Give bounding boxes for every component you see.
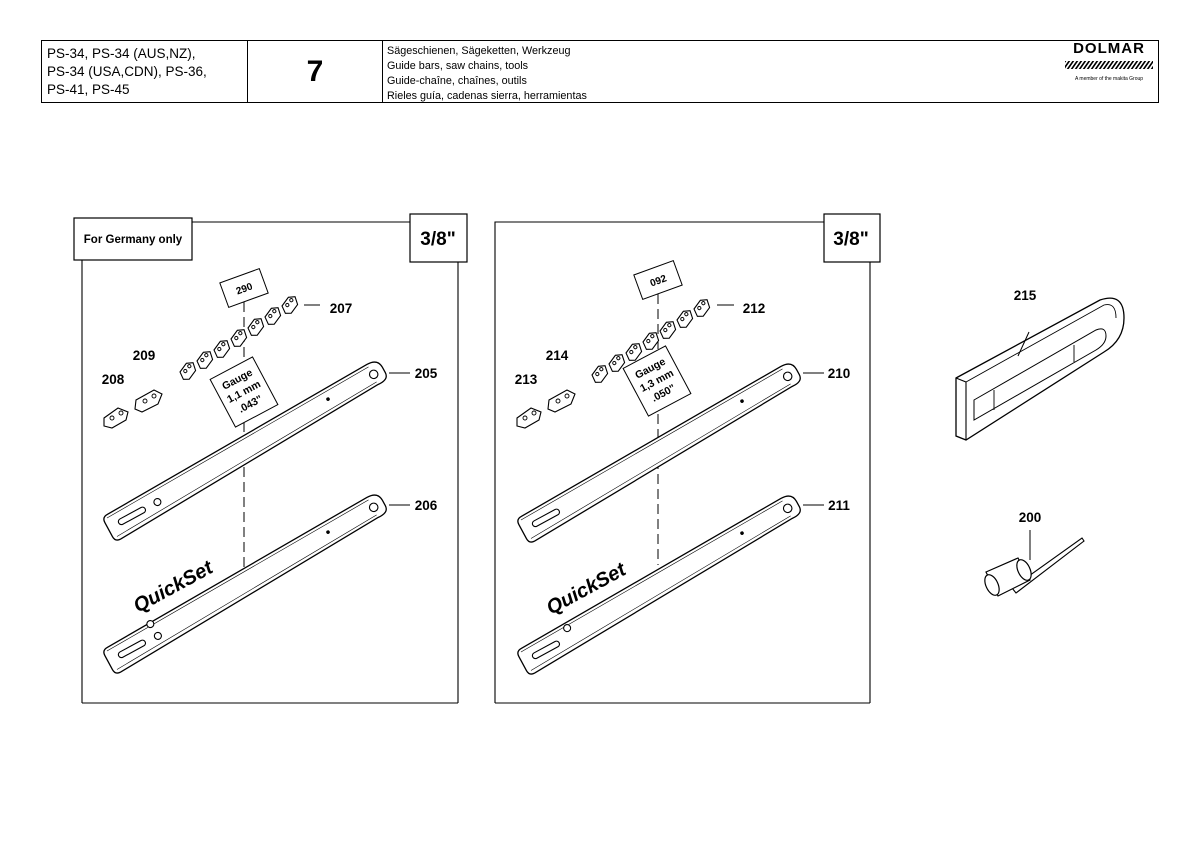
part-number-chain: 207 [330, 301, 353, 316]
part-number-bar-bottom: 211 [828, 498, 850, 513]
part-number-bar-bottom: 206 [415, 498, 438, 513]
model-line: PS-34, PS-34 (AUS,NZ), [47, 46, 196, 61]
bar-cover [955, 297, 1125, 441]
part-number-link-a: 213 [515, 372, 538, 387]
chain-link-214 [547, 389, 576, 413]
title-en: Guide bars, saw chains, tools [387, 60, 529, 72]
part-number-bar-top: 205 [415, 366, 438, 381]
dolmar-logo: DOLMAR A member of the makita Group [1064, 41, 1154, 102]
panel-right: 3/8" 092 Gauge 1,3 mm .050" [494, 213, 881, 704]
title-fr: Guide-chaîne, chaînes, outils [387, 75, 527, 87]
germany-note-box [73, 217, 193, 261]
logo-brand: DOLMAR [1073, 40, 1145, 57]
part-number-link-b: 209 [133, 348, 156, 363]
guide-bar-210 [511, 359, 810, 545]
chain-pitch-tag: 290 [219, 267, 269, 309]
title-block: PS-34, PS-34 (AUS,NZ), PS-34 (USA,CDN), … [41, 40, 1159, 103]
panel-left: For Germany only 3/8" 290 Gauge 1,1 mm .… [73, 213, 468, 704]
part-number-bar-cover: 215 [1014, 288, 1037, 303]
model-line: PS-41, PS-45 [47, 82, 130, 97]
part-number-wrench: 200 [1019, 510, 1042, 525]
part-number-chain: 212 [743, 301, 766, 316]
page-number: 7 [248, 41, 383, 102]
size-box [823, 213, 881, 263]
combination-wrench [984, 530, 1085, 597]
guide-bar-211 [511, 491, 810, 677]
model-list: PS-34, PS-34 (AUS,NZ), PS-34 (USA,CDN), … [42, 41, 248, 102]
size-box [409, 213, 468, 263]
chain-link-213 [516, 407, 542, 429]
part-number-bar-top: 210 [828, 366, 851, 381]
section-titles: Sägeschienen, Sägeketten, Werkzeug Guide… [383, 41, 883, 102]
pitch-size-label: 3/8" [833, 229, 868, 250]
logo-tagline: A member of the makita Group [1074, 76, 1144, 82]
guide-bar-206 [97, 490, 396, 676]
guide-bar-205 [97, 357, 396, 543]
model-line: PS-34 (USA,CDN), PS-36, [47, 64, 207, 79]
chain-link-209 [134, 389, 163, 413]
part-number-link-b: 214 [546, 348, 569, 363]
part-number-link-a: 208 [102, 372, 125, 387]
gauge-tag: Gauge 1,1 mm .043" [209, 356, 279, 428]
title-de: Sägeschienen, Sägeketten, Werkzeug [387, 45, 571, 57]
germany-note: For Germany only [84, 234, 183, 246]
chain-link-208 [103, 407, 129, 429]
pitch-size-label: 3/8" [420, 229, 455, 250]
gauge-tag: Gauge 1,3 mm .050" [622, 345, 692, 417]
title-es: Rieles guía, cadenas sierra, herramienta… [387, 90, 587, 102]
logo-hatch-icon [1065, 61, 1153, 69]
chain-pitch-tag: 092 [633, 259, 683, 301]
